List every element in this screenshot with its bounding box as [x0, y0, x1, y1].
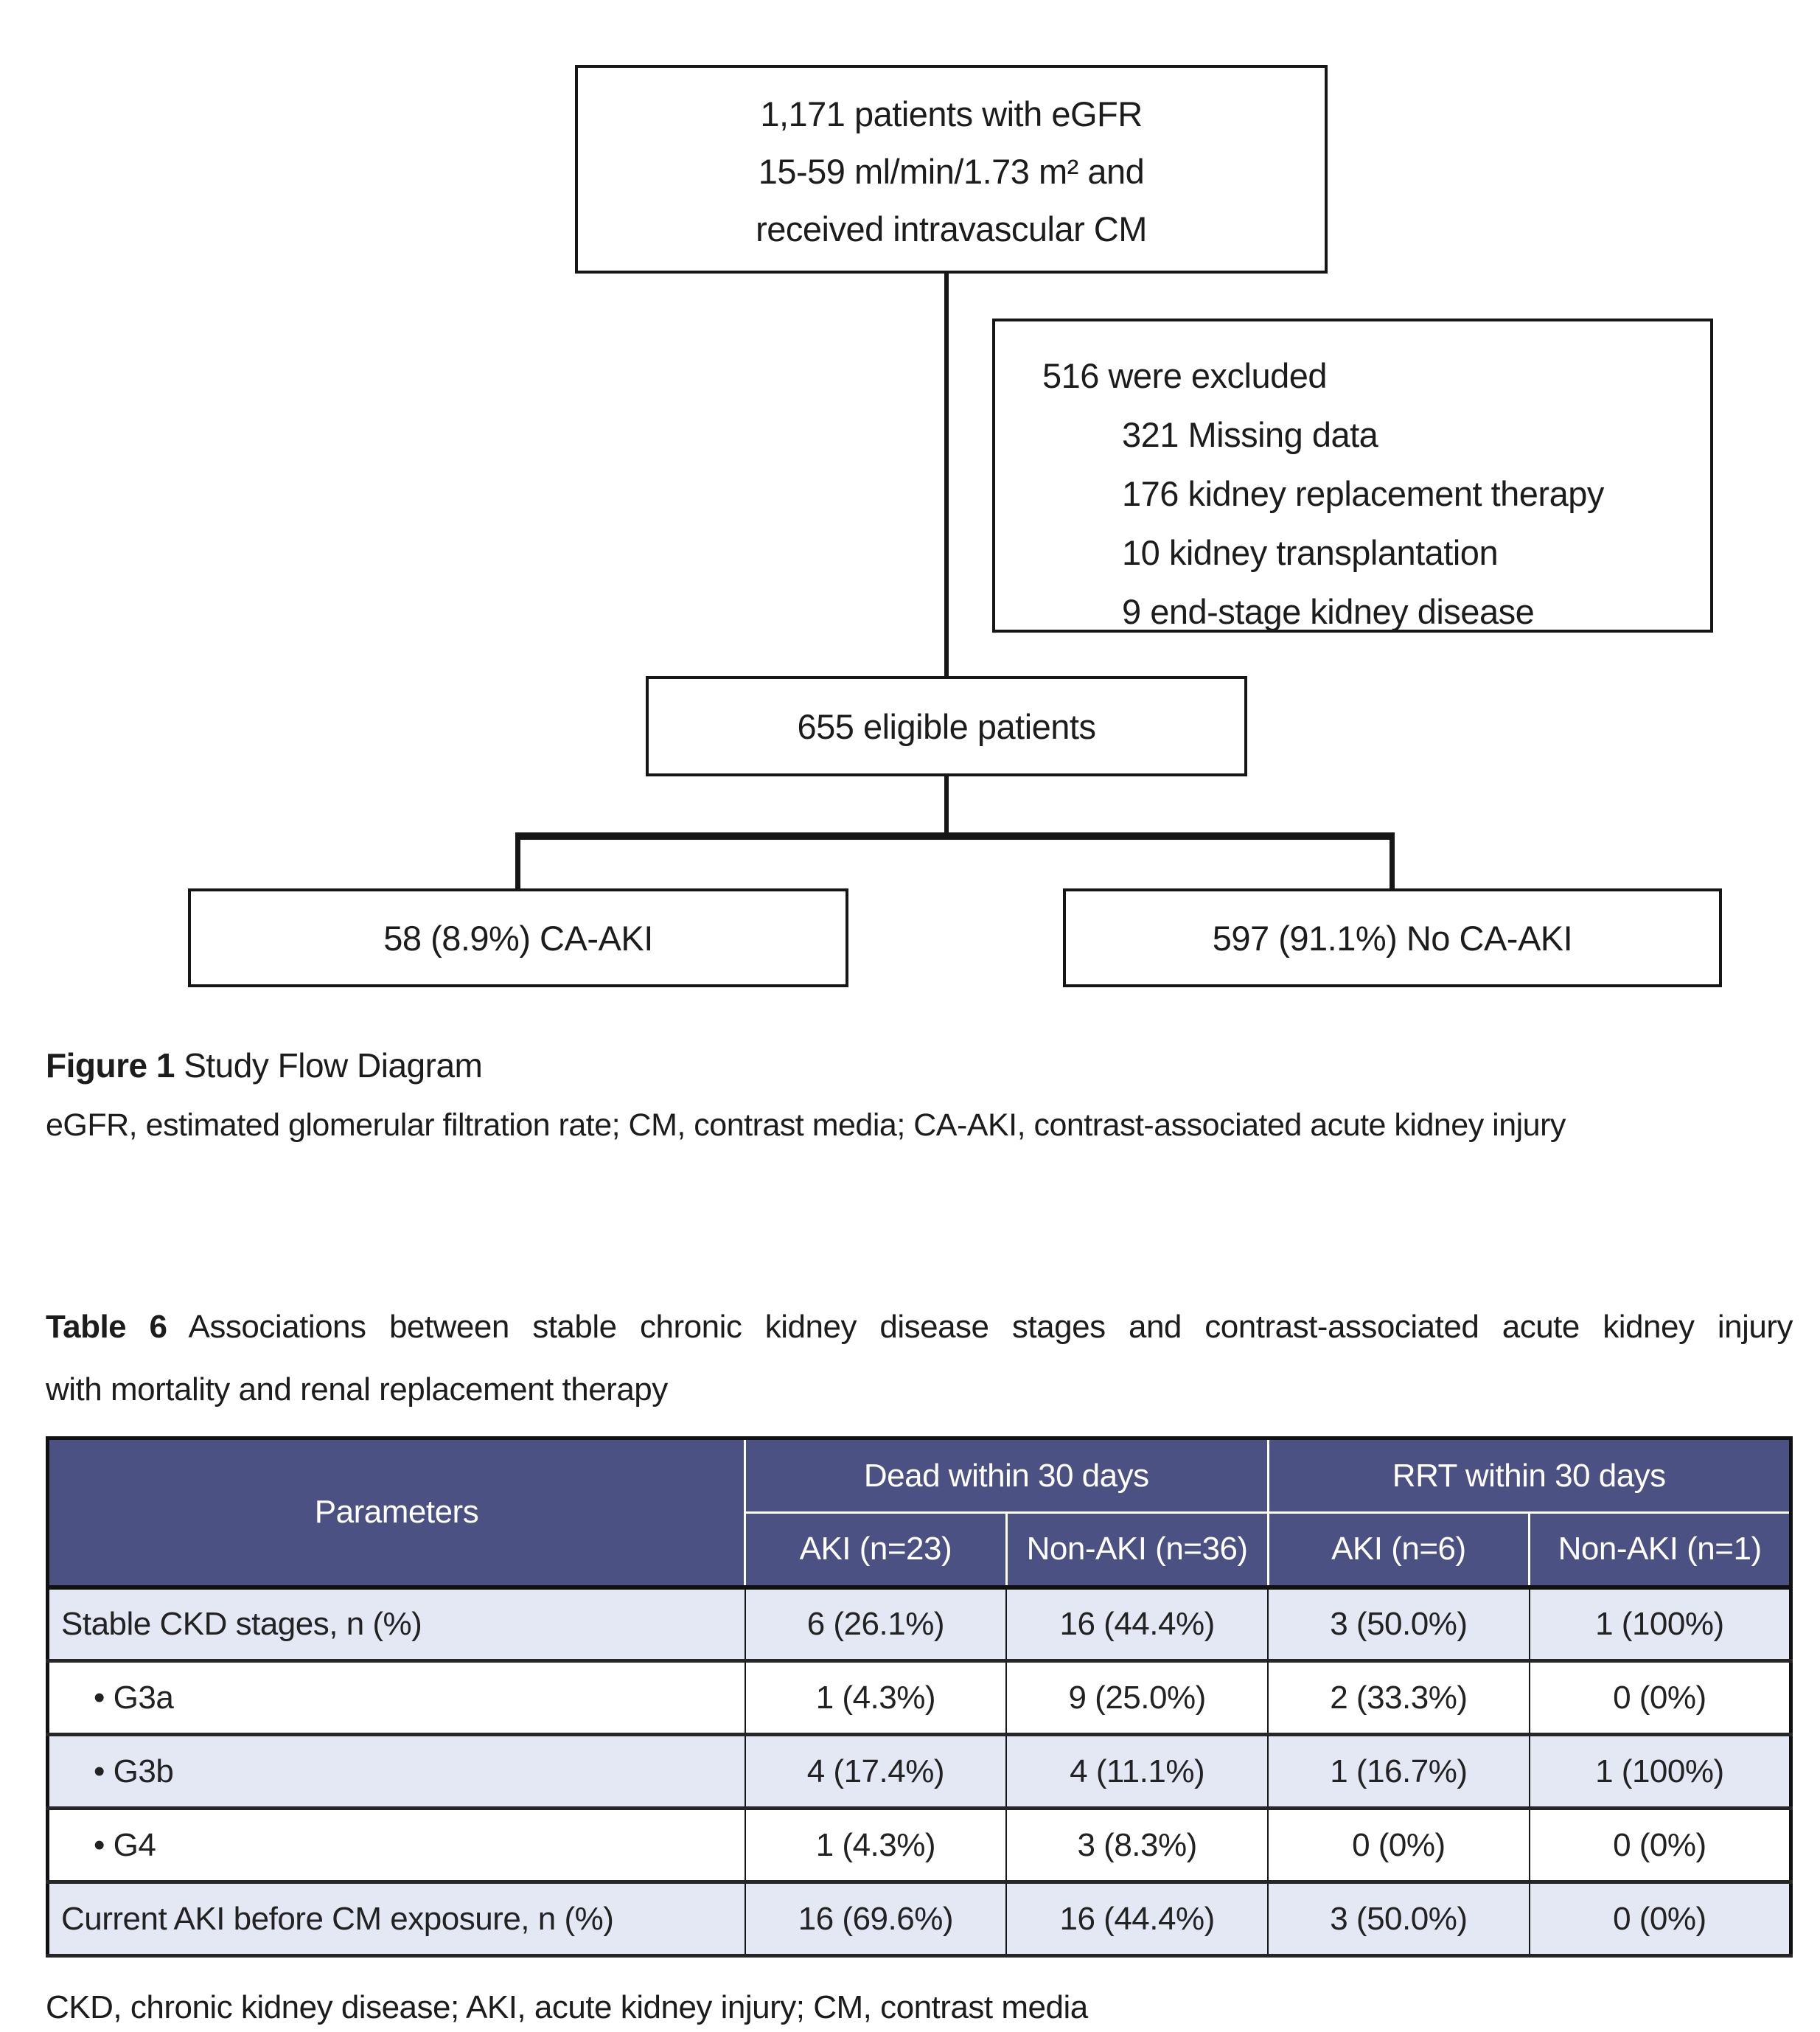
header-non-aki-rrt: Non-AKI (n=1): [1528, 1511, 1792, 1590]
header-group-row: Parameters Dead within 30 days RRT withi…: [46, 1437, 1792, 1590]
header-dead-30-days: Dead within 30 days: [744, 1437, 1269, 1514]
table-row: • G3a 1 (4.3%) 9 (25.0%) 2 (33.3%) 0 (0%…: [46, 1659, 1792, 1736]
flow-box-initial-line1: 1,171 patients with eGFR: [760, 94, 1143, 133]
header-aki-rrt: AKI (n=6): [1266, 1511, 1531, 1590]
cell-value: 3 (8.3%): [1005, 1806, 1269, 1884]
cell-value: 0 (0%): [1528, 1659, 1792, 1736]
no-ca-aki-text: 597 (91.1%) No CA-AKI: [1212, 918, 1573, 958]
table-6: Parameters Dead within 30 days RRT withi…: [46, 1436, 1793, 1958]
connector-eligible-to-split: [944, 776, 949, 833]
cell-value: 1 (4.3%): [744, 1806, 1008, 1884]
header-sub-row: AKI (n=23) Non-AKI (n=36) AKI (n=6) Non-…: [48, 1511, 1792, 1590]
figure-abbreviations: eGFR, estimated glomerular filtration ra…: [46, 1107, 1566, 1143]
cell-value: 0 (0%): [1267, 1806, 1530, 1884]
ca-aki-text: 58 (8.9%) CA-AKI: [383, 918, 653, 958]
table-row: Stable CKD stages, n (%) 6 (26.1%) 16 (4…: [46, 1585, 1792, 1663]
cell-value: 1 (16.7%): [1267, 1733, 1530, 1810]
cell-value: 4 (11.1%): [1005, 1733, 1269, 1810]
connector-top-to-eligible: [944, 273, 949, 677]
cell-value: 2 (33.3%): [1267, 1659, 1530, 1736]
header-non-aki-dead: Non-AKI (n=36): [1005, 1511, 1269, 1590]
connector-split-right: [1390, 832, 1395, 889]
table-title-rest: Associations between stable chronic kidn…: [167, 1309, 1793, 1345]
cell-value: 16 (44.4%): [1005, 1880, 1269, 1958]
flow-box-excluded: 516 were excluded 321 Missing data 176 k…: [992, 319, 1713, 633]
cell-value: 0 (0%): [1528, 1880, 1792, 1958]
figure-caption: Figure 1 Study Flow Diagram: [46, 1045, 483, 1085]
excluded-item: 176 kidney replacement therapy: [1122, 474, 1604, 513]
table-title-line1: Table 6 Associations between stable chro…: [46, 1309, 1793, 1346]
row-label: Stable CKD stages, n (%): [46, 1585, 746, 1663]
flow-box-no-ca-aki: 597 (91.1%) No CA-AKI: [1063, 888, 1722, 987]
cell-value: 6 (26.1%): [744, 1585, 1008, 1663]
cell-value: 16 (44.4%): [1005, 1585, 1269, 1663]
table-label: Table 6: [46, 1309, 167, 1345]
excluded-item: 9 end-stage kidney disease: [1122, 592, 1535, 631]
flow-box-ca-aki: 58 (8.9%) CA-AKI: [188, 888, 848, 987]
row-label: • G3a: [46, 1659, 746, 1736]
cell-value: 0 (0%): [1528, 1806, 1792, 1884]
flow-box-initial-cohort: 1,171 patients with eGFR 15-59 ml/min/1.…: [575, 65, 1328, 274]
flow-box-eligible: 655 eligible patients: [646, 676, 1247, 776]
cell-value: 3 (50.0%): [1267, 1585, 1530, 1663]
connector-split-bar: [515, 832, 1395, 840]
cell-value: 16 (69.6%): [744, 1880, 1008, 1958]
row-label: • G4: [46, 1806, 746, 1884]
table-row: • G3b 4 (17.4%) 4 (11.1%) 1 (16.7%) 1 (1…: [46, 1733, 1792, 1810]
connector-split-left: [515, 832, 520, 889]
cell-value: 1 (100%): [1528, 1585, 1792, 1663]
table-title-line2: with mortality and renal replacement the…: [46, 1371, 668, 1408]
flow-box-initial-line3: received intravascular CM: [756, 209, 1147, 248]
cell-value: 9 (25.0%): [1005, 1659, 1269, 1736]
excluded-item: 10 kidney transplantation: [1122, 533, 1499, 572]
figure-title: Study Flow Diagram: [174, 1046, 483, 1085]
header-aki-dead: AKI (n=23): [744, 1511, 1008, 1590]
row-label: Current AKI before CM exposure, n (%): [46, 1880, 746, 1958]
table-row: Current AKI before CM exposure, n (%) 16…: [46, 1880, 1792, 1958]
table-footnote: CKD, chronic kidney disease; AKI, acute …: [46, 1989, 1088, 2025]
cell-value: 4 (17.4%): [744, 1733, 1008, 1810]
table-row: • G4 1 (4.3%) 3 (8.3%) 0 (0%) 0 (0%): [46, 1806, 1792, 1884]
flow-box-initial-line2: 15-59 ml/min/1.73 m² and: [758, 152, 1145, 191]
excluded-item: 321 Missing data: [1122, 415, 1378, 454]
cell-value: 1 (100%): [1528, 1733, 1792, 1810]
header-rrt-30-days: RRT within 30 days: [1266, 1437, 1792, 1514]
row-label: • G3b: [46, 1733, 746, 1810]
cell-value: 1 (4.3%): [744, 1659, 1008, 1736]
excluded-title: 516 were excluded: [1042, 356, 1328, 395]
cell-value: 3 (50.0%): [1267, 1880, 1530, 1958]
figure-label: Figure 1: [46, 1046, 175, 1085]
eligible-text: 655 eligible patients: [797, 706, 1096, 746]
header-parameters: Parameters: [46, 1437, 746, 1590]
